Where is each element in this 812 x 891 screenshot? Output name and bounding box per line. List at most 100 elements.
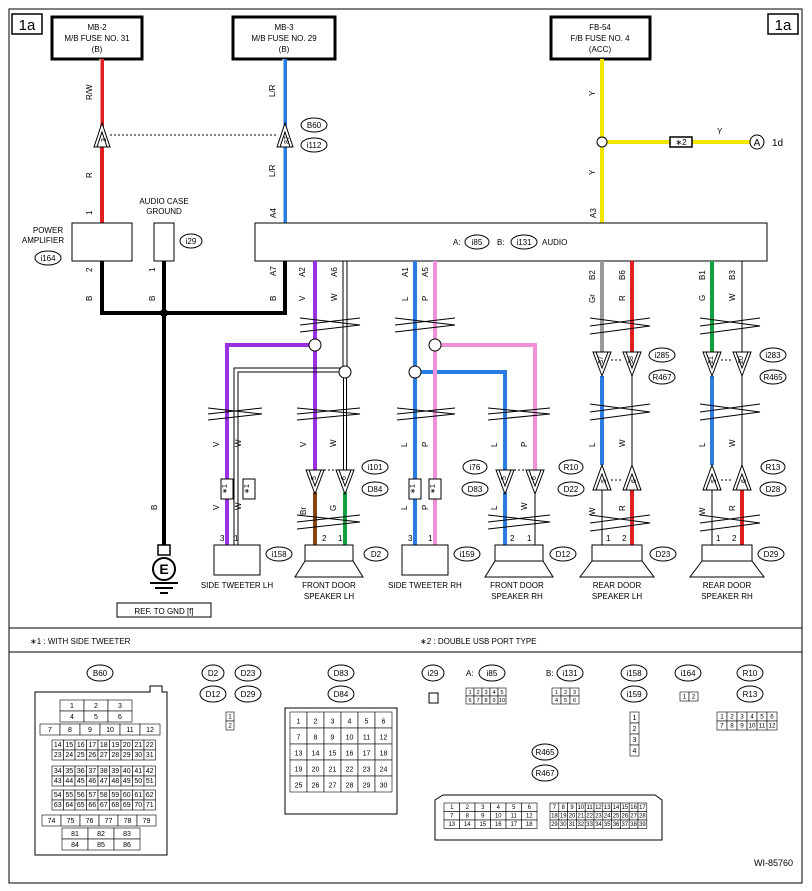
fuse-mb3: MB-3 M/B FUSE NO. 29 (B): [231, 15, 337, 61]
ground-e-symbol: [152, 557, 176, 581]
svg-text:19: 19: [111, 742, 119, 749]
wire-black-ground-bus: [100, 261, 287, 315]
svg-text:6: 6: [531, 476, 538, 480]
svg-text:D84: D84: [368, 485, 383, 494]
ref-i131: i131: [510, 234, 538, 250]
svg-text:34: 34: [54, 768, 62, 775]
svg-text:10: 10: [346, 735, 354, 742]
svg-text:86: 86: [123, 842, 131, 849]
svg-text:3: 3: [331, 719, 335, 726]
svg-text:75: 75: [67, 818, 75, 825]
wire-white-front-lh-inner: [233, 261, 344, 545]
ref-bottom-d29: D29: [234, 685, 262, 703]
svg-text:43: 43: [54, 778, 62, 785]
svg-text:1: 1: [555, 690, 558, 696]
connector-rear-lh-38: 38: [622, 351, 642, 378]
svg-text:B1: B1: [698, 270, 707, 280]
wire-code: B: [269, 296, 278, 301]
wire-code: W: [330, 293, 339, 301]
svg-text:9: 9: [88, 727, 92, 734]
svg-text:30: 30: [380, 783, 388, 790]
svg-text:28: 28: [111, 752, 119, 759]
wire-code: V: [212, 441, 221, 447]
svg-text:6: 6: [118, 714, 122, 721]
svg-text:8: 8: [562, 805, 566, 811]
page-frame: [8, 8, 803, 884]
ref-d22: D22: [557, 481, 585, 497]
svg-text:78: 78: [124, 818, 132, 825]
wire-violet-front-lh: [225, 261, 317, 545]
ref-bottom-r13: R13: [736, 685, 764, 703]
svg-text:MB-3: MB-3: [274, 23, 294, 32]
svg-text:39: 39: [639, 822, 646, 828]
svg-text:65: 65: [77, 802, 85, 809]
wire-code: Br: [299, 507, 308, 515]
ref-bottom-d2: D2: [201, 664, 225, 682]
svg-text:3: 3: [220, 534, 225, 543]
svg-text:1: 1: [148, 267, 157, 272]
wire-code: P: [421, 442, 430, 447]
svg-text:7: 7: [476, 698, 479, 704]
svg-text:(B): (B): [279, 45, 290, 54]
svg-text:34: 34: [595, 822, 602, 828]
svg-text:3: 3: [118, 703, 122, 710]
svg-text:35: 35: [604, 822, 611, 828]
svg-text:2: 2: [622, 534, 627, 543]
svg-text:1a: 1a: [19, 17, 36, 34]
svg-text:64: 64: [65, 802, 73, 809]
svg-text:E: E: [159, 561, 168, 577]
svg-text:M/B FUSE NO. 29: M/B FUSE NO. 29: [251, 34, 317, 43]
svg-text:37: 37: [621, 822, 628, 828]
ref-d12: D12: [549, 546, 577, 562]
svg-text:i131: i131: [562, 669, 578, 678]
wire-code: Gr: [588, 294, 597, 303]
ref-i283: i283: [759, 347, 787, 363]
wire-code: G: [698, 295, 707, 301]
wire-code: W: [520, 502, 529, 510]
pin-label: 1: [85, 210, 94, 215]
svg-text:7: 7: [450, 814, 453, 820]
wire-code: W: [728, 293, 737, 301]
svg-text:8: 8: [314, 735, 318, 742]
svg-text:8: 8: [466, 814, 470, 820]
svg-text:D12: D12: [556, 550, 571, 559]
wire-code: L: [400, 505, 409, 510]
ref-i159: i159: [453, 546, 481, 562]
connector-pin-87: 87: [276, 121, 294, 148]
svg-text:21: 21: [708, 356, 715, 364]
splice-yellow: [596, 136, 608, 148]
ref-r10: R10: [558, 459, 584, 475]
svg-text:B60: B60: [93, 669, 108, 678]
label-b_i131: B:: [546, 669, 554, 678]
svg-text:20: 20: [569, 814, 576, 820]
ref-bottom-d23: D23: [234, 664, 262, 682]
svg-text:D2: D2: [208, 669, 219, 678]
svg-text:1: 1: [527, 534, 532, 543]
ground-connector: [157, 544, 171, 556]
svg-text:1: 1: [683, 693, 687, 700]
svg-text:FRONT DOOR: FRONT DOOR: [490, 581, 544, 590]
svg-text:70: 70: [134, 802, 142, 809]
wire-code: R: [85, 172, 94, 178]
svg-text:R13: R13: [766, 463, 781, 472]
svg-text:3: 3: [633, 737, 637, 744]
svg-text:31: 31: [146, 752, 154, 759]
svg-text:2: 2: [85, 267, 94, 272]
svg-text:11: 11: [759, 722, 766, 729]
svg-text:4: 4: [633, 748, 637, 755]
ref-bottom-i131: i131: [556, 664, 584, 682]
svg-text:17: 17: [510, 822, 517, 828]
svg-text:23: 23: [363, 767, 371, 774]
svg-text:3: 3: [573, 690, 576, 696]
svg-text:B2: B2: [588, 270, 597, 280]
svg-text:i158: i158: [271, 550, 287, 559]
svg-text:9: 9: [331, 735, 335, 742]
svg-text:16: 16: [630, 805, 637, 811]
svg-text:15: 15: [621, 805, 628, 811]
svg-text:55: 55: [65, 792, 73, 799]
svg-text:1: 1: [468, 690, 471, 696]
